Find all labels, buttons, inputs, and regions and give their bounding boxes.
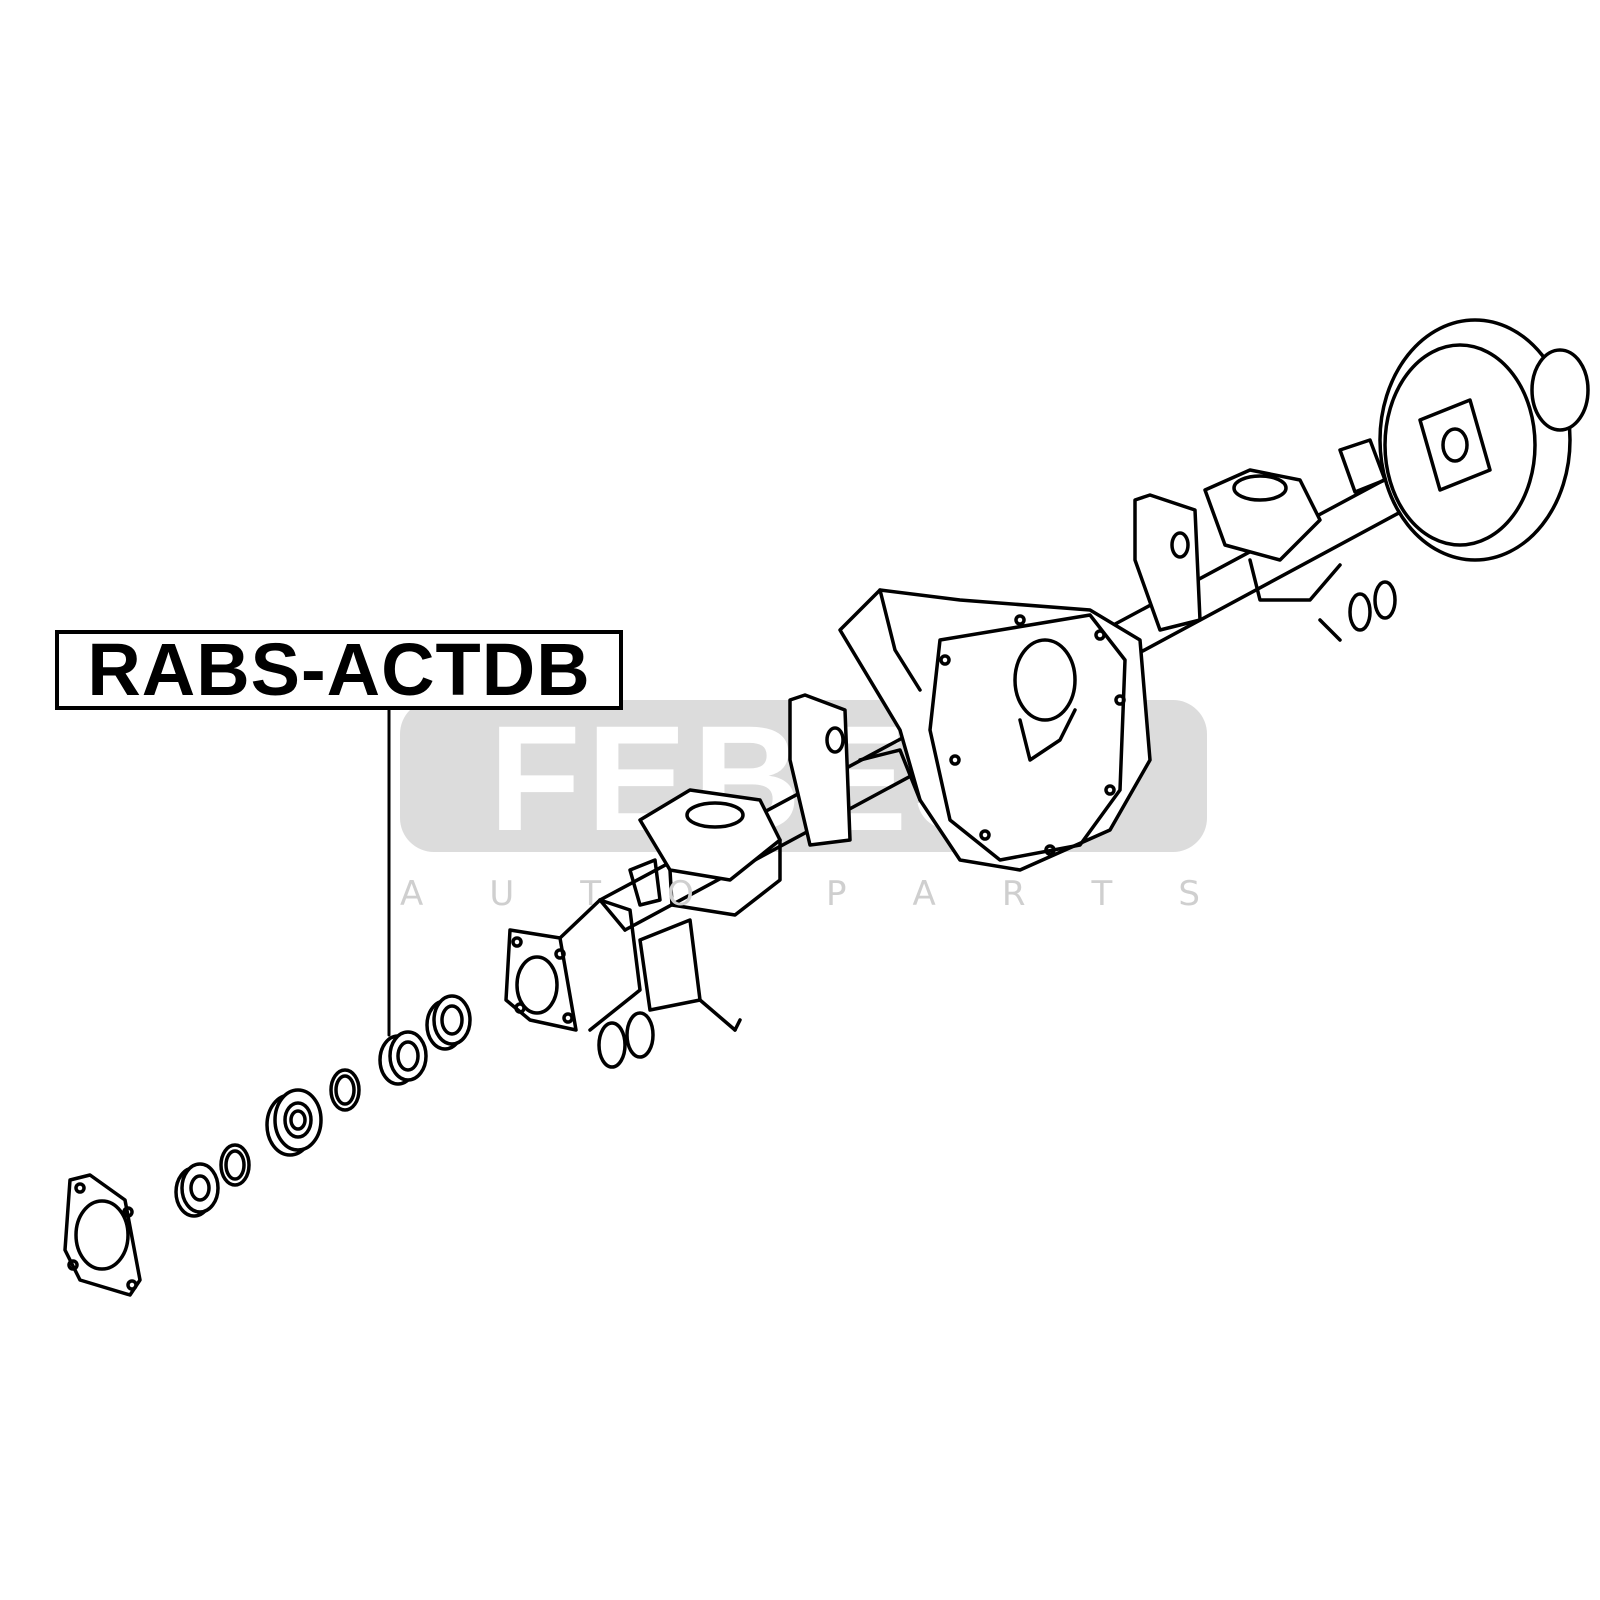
part-number-callout: RABS-ACTDB: [55, 630, 623, 710]
watermark-letter: R: [1001, 874, 1026, 914]
watermark-tagline: A U T O P A R T S: [400, 874, 1200, 914]
watermark-letter: S: [1178, 874, 1200, 914]
wheel-bearing: [265, 1088, 323, 1157]
watermark-letter: A: [400, 874, 424, 914]
watermark-letter: O: [667, 874, 694, 914]
abs-sensor-ring: [378, 1030, 428, 1086]
watermark-letter: T: [1091, 874, 1113, 914]
inner-seal: [425, 994, 472, 1051]
left-shock-bracket: [597, 918, 742, 1069]
right-brake-drum: [1378, 318, 1590, 562]
watermark-letter: T: [580, 874, 602, 914]
right-spring-pad: [1203, 468, 1397, 642]
spacer-ring: [329, 1068, 361, 1112]
right-upper-bracket: [1133, 438, 1387, 632]
left-spring-pad: [638, 788, 782, 917]
watermark-letter: U: [489, 874, 515, 914]
oil-seal-outer: [174, 1162, 220, 1218]
differential-housing: [838, 588, 1152, 872]
gasket: [63, 1173, 142, 1297]
watermark-letter: P: [825, 874, 847, 914]
part-number-label: RABS-ACTDB: [87, 628, 591, 711]
watermark-letter: A: [912, 874, 936, 914]
left-upper-bracket: [628, 693, 852, 907]
left-flange: [504, 898, 642, 1032]
retainer-ring: [219, 1143, 251, 1187]
